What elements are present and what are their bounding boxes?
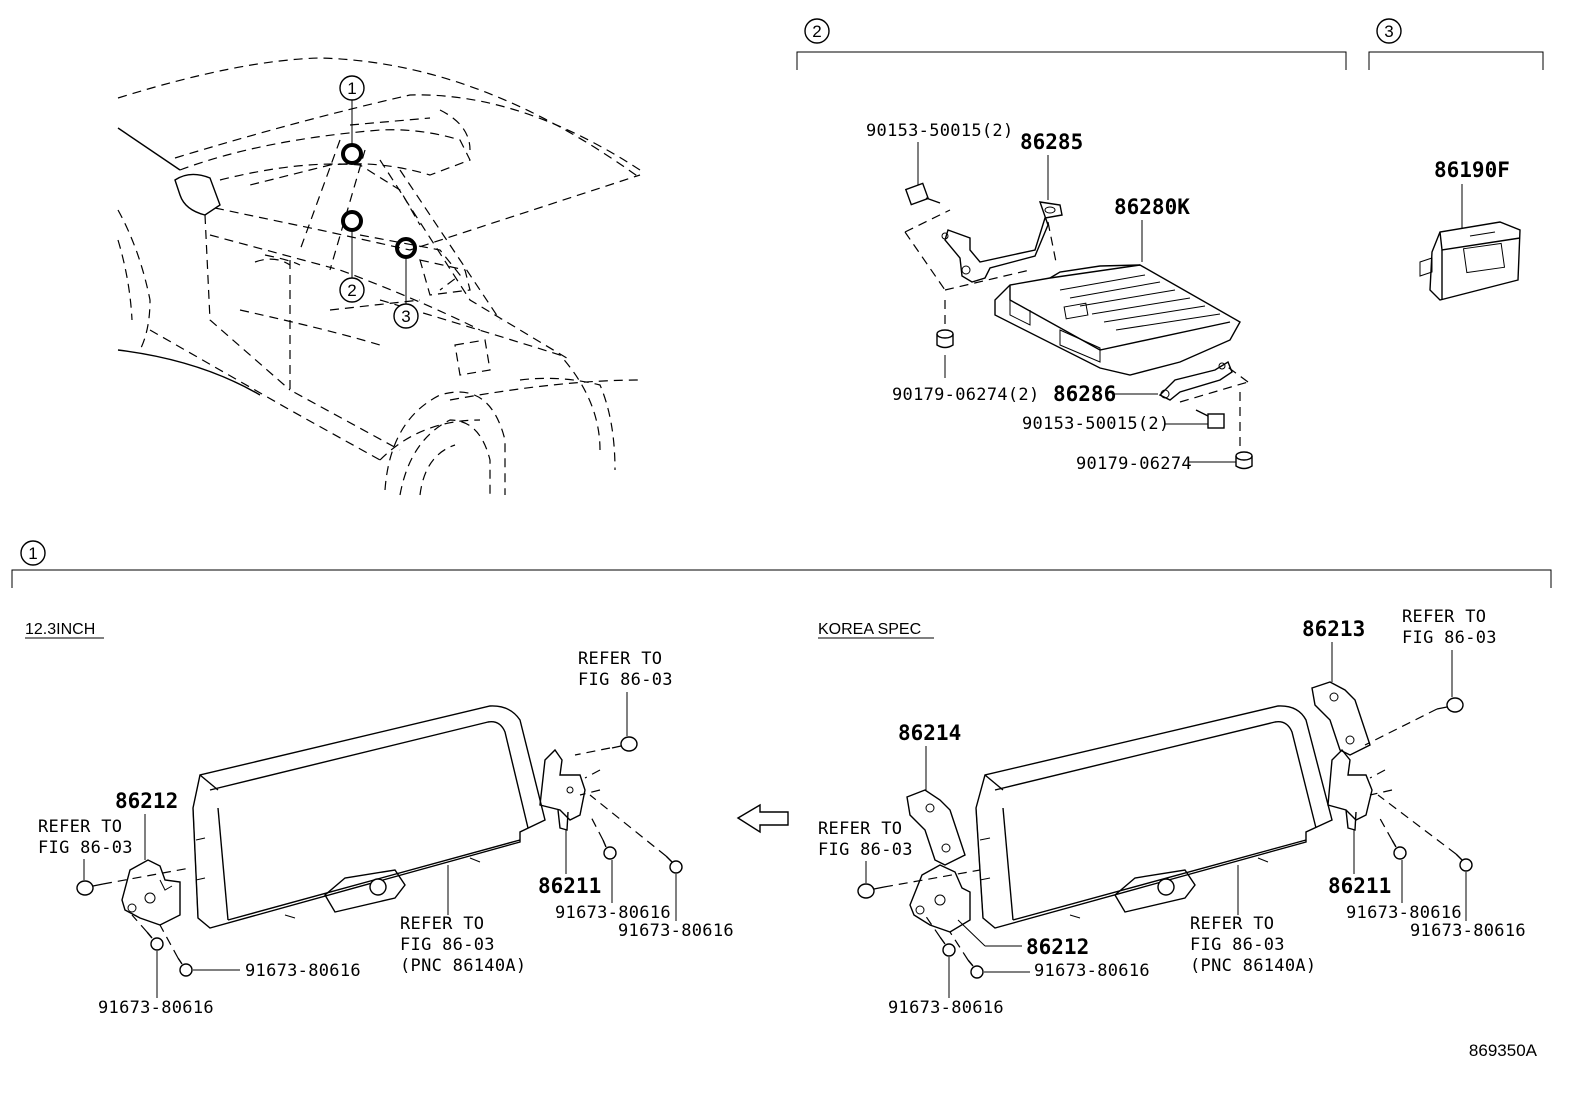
bolt-right-c-label: 91673-80616 (1346, 903, 1462, 923)
bracket-86212-right (909, 864, 971, 933)
hinge-86211-left (539, 748, 586, 831)
part-86285-label: 86285 (1020, 130, 1083, 154)
bolt-refer-left-1 (76, 880, 104, 896)
part-86214-label: 86214 (898, 721, 961, 745)
refer-left-2-line1: REFER TO (578, 649, 662, 669)
part-86211-left-label: 86211 (538, 874, 601, 898)
refer-right-3-line1: REFER TO (1190, 914, 1274, 934)
bolt-refer-right-top (1436, 697, 1464, 713)
bolt-left-d-label: 91673-80616 (618, 921, 734, 941)
overview-callout-1 (339, 75, 365, 101)
bracket-86286 (1158, 360, 1233, 401)
section-2-marker (804, 18, 830, 44)
section-3-bracket (1368, 51, 1544, 70)
overview-callout-1-label: 1 (347, 79, 356, 98)
part-90153-50015-top-label: 90153-50015(2) (866, 121, 1014, 141)
refer-right-3-line3: (PNC 86140A) (1190, 956, 1316, 976)
part-86212-left-label: 86212 (115, 789, 178, 813)
overview-callout-2 (339, 277, 365, 303)
bolt-left-a-label: 91673-80616 (98, 998, 214, 1018)
bracket-86285 (941, 201, 1063, 283)
refer-left-3-line3: (PNC 86140A) (400, 956, 526, 976)
refer-right-top-line1: REFER TO (1402, 607, 1486, 627)
refer-left-1-line1: REFER TO (38, 817, 122, 837)
part-86190f-label: 86190F (1434, 158, 1510, 182)
section-3-marker (1376, 18, 1402, 44)
bolt-91673-right-side-d (1455, 853, 1473, 872)
bolt-91673-right-a (602, 839, 617, 860)
section-1-marker-label: 1 (28, 544, 37, 563)
bracket-86212-left (121, 859, 181, 926)
bolt-left-c-label: 91673-80616 (555, 903, 671, 923)
refer-right-3-line2: FIG 86-03 (1190, 935, 1285, 955)
section-1-bracket (11, 569, 1552, 588)
section-2-group: 2 90153-50015(2) 86285 86280K 90179-0627… (796, 18, 1347, 474)
callout-target-2 (341, 210, 363, 232)
screw-90153-top (904, 182, 941, 206)
overview-callout-3-label: 3 (401, 307, 410, 326)
variant-12-3-inch-heading: 12.3INCH (25, 621, 95, 638)
section-2-bracket (796, 51, 1347, 70)
bolt-91673-right-b (665, 855, 683, 874)
refer-right-top-line2: FIG 86-03 (1402, 628, 1497, 648)
callout-target-1 (341, 143, 363, 165)
display-panel-right (975, 705, 1333, 929)
section-1-marker (20, 540, 46, 566)
nut-90179-left (936, 329, 954, 349)
bolt-left-b-label: 91673-80616 (245, 961, 361, 981)
part-86211-right-label: 86211 (1328, 874, 1391, 898)
bolt-refer-top-right (611, 736, 638, 752)
part-90153-50015-bottom-label: 90153-50015(2) (1022, 414, 1170, 434)
section-3-group: 3 86190F (1368, 18, 1544, 301)
bolt-91673-left-a (146, 931, 164, 951)
refer-right-left-line1: REFER TO (818, 819, 902, 839)
part-90179-06274-label: 90179-06274 (1076, 454, 1192, 474)
car-overview-illustration: 1 2 3 (117, 57, 641, 496)
refer-left-2-line2: FIG 86-03 (578, 670, 673, 690)
bolt-right-b-label: 91673-80616 (1034, 961, 1150, 981)
section-1-group: 1 12.3INCH (11, 540, 1552, 1018)
refer-left-1-line2: FIG 86-03 (38, 838, 133, 858)
plate-86213 (1311, 681, 1371, 756)
bolt-right-d-label: 91673-80616 (1410, 921, 1526, 941)
display-panel-left (192, 705, 546, 929)
part-86286-label: 86286 (1053, 382, 1116, 406)
screw-90153-bottom (1195, 409, 1225, 429)
section-2-marker-label: 2 (812, 22, 821, 41)
part-86213-label: 86213 (1302, 617, 1365, 641)
nut-90179-bottom (1235, 451, 1253, 470)
overview-callout-3 (393, 303, 419, 329)
direction-arrow-left-icon (736, 803, 789, 834)
overview-callout-2-label: 2 (347, 281, 356, 300)
bolt-91673-left-b (177, 957, 193, 977)
part-86280k-label: 86280K (1114, 195, 1190, 219)
part-86212-right-label: 86212 (1026, 935, 1089, 959)
variant-korea-spec-heading: KOREA SPEC (818, 621, 921, 638)
figure-id: 869350A (1469, 1041, 1538, 1060)
bolt-refer-right-1 (857, 883, 885, 899)
variant-12-3-inch: 12.3INCH (25, 621, 734, 1018)
variant-korea-spec: KOREA SPEC (818, 607, 1526, 1018)
section-3-marker-label: 3 (1384, 22, 1393, 41)
usb-module-86190f (1419, 221, 1521, 301)
plate-86214 (906, 789, 966, 866)
refer-right-left-line2: FIG 86-03 (818, 840, 913, 860)
ecu-86280k (994, 264, 1241, 376)
hinge-86211-right (1327, 748, 1373, 831)
refer-left-3-line2: FIG 86-03 (400, 935, 495, 955)
part-90179-06274-2-label: 90179-06274(2) (892, 385, 1040, 405)
refer-left-3-line1: REFER TO (400, 914, 484, 934)
bolt-91673-right-side-b (967, 959, 984, 979)
bolt-right-a-label: 91673-80616 (888, 998, 1004, 1018)
bolt-91673-right-side-c (1391, 839, 1407, 860)
bolt-91673-right-side-a (939, 936, 956, 957)
